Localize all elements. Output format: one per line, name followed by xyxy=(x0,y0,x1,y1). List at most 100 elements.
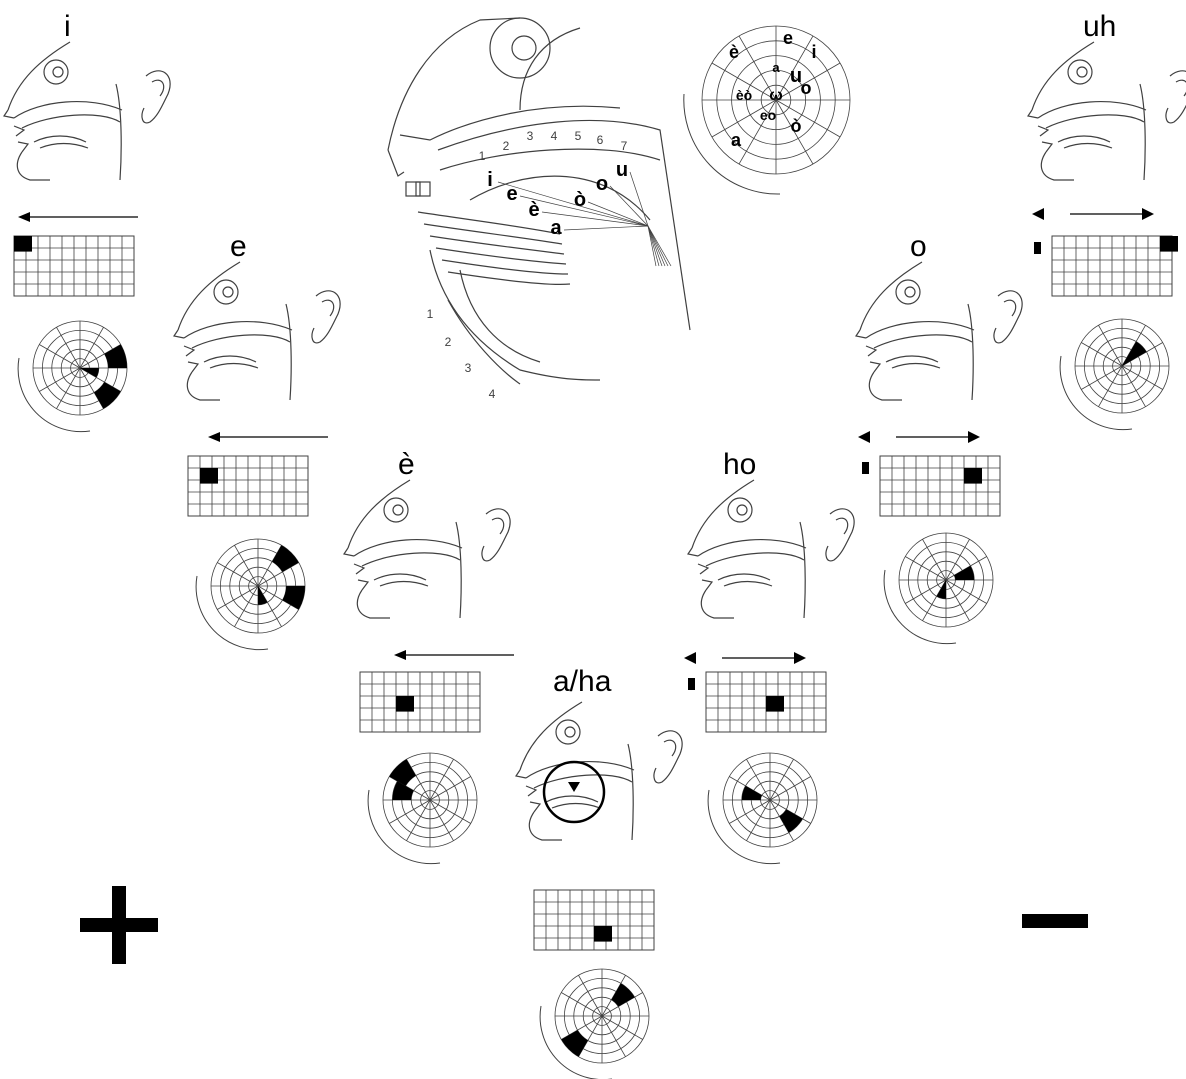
eye-icon xyxy=(1067,59,1093,85)
polar-wheel xyxy=(367,752,478,865)
left-arrowhead-icon xyxy=(208,432,220,442)
wheel-letter-4: u xyxy=(790,65,802,87)
lower-number: 4 xyxy=(489,387,496,401)
wheel-wedge xyxy=(936,580,946,599)
ear-icon xyxy=(311,290,341,344)
fan-line xyxy=(609,185,649,227)
wheel-wedge xyxy=(104,344,127,368)
grid-filled-cell xyxy=(396,696,414,712)
wheel-wedge xyxy=(954,565,975,580)
right-arrowhead-icon xyxy=(794,652,806,664)
vowel-module-e-grave xyxy=(343,479,514,865)
outer-arc xyxy=(683,93,781,195)
outer-arc xyxy=(883,569,957,645)
vowel-module-o xyxy=(855,261,1023,645)
position-grid xyxy=(862,455,1001,517)
eye-icon xyxy=(727,497,753,523)
articulation-number: 4 xyxy=(551,129,558,143)
right-arrowhead-icon xyxy=(1142,208,1154,220)
side-marker xyxy=(862,462,869,474)
polar-wheel xyxy=(195,538,306,651)
eye-icon xyxy=(383,497,409,523)
focus-circle-icon xyxy=(542,760,606,824)
wheel-wedge xyxy=(611,983,635,1007)
wheel-wedge xyxy=(258,586,268,605)
vowel-label-ho: ho xyxy=(723,448,757,481)
head-profile-icon xyxy=(1027,41,1186,181)
position-grid xyxy=(187,455,309,517)
position-grid xyxy=(533,889,655,951)
side-marker xyxy=(688,678,695,690)
wheel-letter-0: è xyxy=(729,42,739,62)
outer-arc xyxy=(1059,355,1133,431)
eye-icon xyxy=(43,59,69,85)
ear-icon xyxy=(653,730,683,784)
vowel-label-i: i xyxy=(64,10,71,43)
grid-filled-cell xyxy=(14,236,32,252)
ear-icon xyxy=(993,290,1023,344)
wheel-wedge xyxy=(272,545,299,572)
forehead-outline xyxy=(387,17,521,151)
ear-icon xyxy=(141,70,171,124)
wheel-wedge xyxy=(561,1030,588,1057)
polar-wheel xyxy=(539,968,650,1079)
articulation-number: 2 xyxy=(503,139,510,153)
right-arrowhead-icon xyxy=(968,431,980,443)
wheel-letter-6: ω xyxy=(769,87,783,104)
tongue-letter-0: i xyxy=(487,169,493,191)
ear-icon xyxy=(825,508,855,562)
articulation-number: 6 xyxy=(597,133,604,147)
wheel-wedge xyxy=(80,368,99,378)
polar-wheel xyxy=(17,320,128,433)
outer-arc xyxy=(367,789,441,865)
vowel-label-a-ha: a/ha xyxy=(553,665,612,698)
wheel-letter-7: o xyxy=(801,78,812,98)
position-grid xyxy=(1034,235,1178,297)
outer-arc xyxy=(707,789,781,865)
grid-filled-cell xyxy=(964,468,982,484)
direction-arrows xyxy=(208,432,328,442)
outer-arc xyxy=(195,575,269,651)
wheel-wedge xyxy=(282,586,305,610)
grid-filled-cell xyxy=(200,468,218,484)
left-arrowhead-icon xyxy=(18,212,30,222)
ear-icon xyxy=(1165,70,1186,124)
vowel-label-uh: uh xyxy=(1083,10,1117,43)
wheel-letter-10: a xyxy=(731,130,742,150)
eye-icon xyxy=(213,279,239,305)
minus-sign xyxy=(1022,914,1088,928)
triangle-marker-icon xyxy=(568,782,580,792)
vowel-module-a-ha xyxy=(515,701,683,1079)
lower-number: 1 xyxy=(427,307,434,321)
fan-line xyxy=(629,171,649,227)
vowel-module-ho xyxy=(684,479,855,865)
fan-line xyxy=(519,195,649,227)
tongue-letter-6: u xyxy=(616,159,628,181)
articulation-number: 7 xyxy=(621,139,628,153)
side-marker xyxy=(1034,242,1041,254)
articulation-number: 5 xyxy=(575,129,582,143)
articulation-number: 1 xyxy=(479,149,486,163)
wheel-wedge xyxy=(389,759,416,786)
wheel-wedge xyxy=(741,785,762,800)
tongue-outline xyxy=(469,175,651,221)
vowel-label-o: o xyxy=(910,230,927,263)
plus-sign xyxy=(80,886,158,964)
grid-filled-cell xyxy=(766,696,784,712)
direction-arrows xyxy=(684,652,806,664)
ear-icon xyxy=(481,508,511,562)
wheel-wedge xyxy=(94,382,121,409)
wheel-letter-2: i xyxy=(811,42,816,62)
teeth-icon xyxy=(405,181,421,197)
polar-wheel xyxy=(883,532,994,645)
direction-arrows xyxy=(18,212,138,222)
wheel-wedge xyxy=(779,809,803,833)
polar-wheel xyxy=(707,752,818,865)
grid-filled-cell xyxy=(594,926,612,942)
fan-line xyxy=(497,181,649,227)
wheel-letter-5: èò xyxy=(736,87,752,103)
vowel-label-e-grave: è xyxy=(398,448,415,481)
wheel-letter-8: eo xyxy=(760,107,776,123)
